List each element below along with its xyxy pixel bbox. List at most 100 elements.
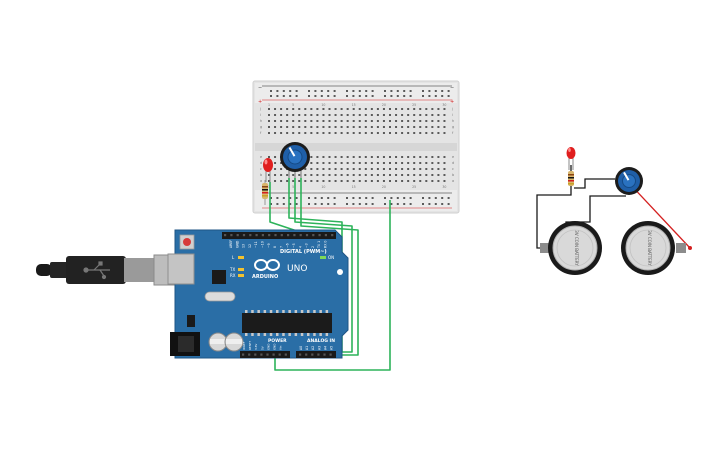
- terminal-hole[interactable]: [407, 114, 410, 116]
- terminal-hole[interactable]: [328, 132, 331, 134]
- terminal-hole[interactable]: [376, 126, 379, 128]
- terminal-hole[interactable]: [310, 180, 313, 182]
- terminal-hole[interactable]: [334, 132, 337, 134]
- terminal-hole[interactable]: [322, 120, 325, 122]
- rail-hole[interactable]: [422, 203, 424, 205]
- terminal-hole[interactable]: [382, 132, 385, 134]
- terminal-hole[interactable]: [280, 174, 283, 176]
- terminal-hole[interactable]: [443, 174, 446, 176]
- terminal-hole[interactable]: [395, 108, 398, 110]
- rail-hole[interactable]: [276, 203, 279, 205]
- terminal-hole[interactable]: [358, 126, 361, 128]
- terminal-hole[interactable]: [328, 120, 331, 122]
- terminal-hole[interactable]: [376, 156, 379, 158]
- terminal-hole[interactable]: [334, 162, 337, 164]
- terminal-hole[interactable]: [298, 114, 301, 116]
- terminal-hole[interactable]: [358, 156, 361, 158]
- terminal-hole[interactable]: [443, 156, 446, 158]
- rail-hole[interactable]: [320, 197, 323, 199]
- terminal-hole[interactable]: [395, 132, 398, 134]
- terminal-hole[interactable]: [389, 156, 391, 158]
- header-pin[interactable]: [260, 353, 263, 356]
- terminal-hole[interactable]: [268, 180, 270, 182]
- rail-hole[interactable]: [314, 95, 317, 97]
- terminal-hole[interactable]: [316, 114, 319, 116]
- terminal-hole[interactable]: [443, 180, 446, 182]
- rail-hole[interactable]: [441, 90, 444, 92]
- terminal-hole[interactable]: [431, 114, 434, 116]
- terminal-hole[interactable]: [401, 114, 404, 116]
- terminal-hole[interactable]: [419, 132, 422, 134]
- terminal-hole[interactable]: [304, 114, 307, 116]
- coin-battery-2[interactable]: 3V COIN BATTERY: [621, 221, 686, 275]
- terminal-hole[interactable]: [376, 162, 379, 164]
- rail-hole[interactable]: [447, 95, 450, 97]
- terminal-hole[interactable]: [443, 120, 446, 122]
- header-pin[interactable]: [230, 234, 233, 237]
- terminal-hole[interactable]: [437, 180, 440, 182]
- terminal-hole[interactable]: [437, 108, 440, 110]
- terminal-hole[interactable]: [328, 168, 331, 170]
- rail-hole[interactable]: [282, 90, 285, 92]
- terminal-hole[interactable]: [304, 180, 307, 182]
- terminal-hole[interactable]: [286, 126, 289, 128]
- terminal-hole[interactable]: [334, 174, 337, 176]
- terminal-hole[interactable]: [401, 156, 404, 158]
- terminal-hole[interactable]: [274, 174, 277, 176]
- terminal-hole[interactable]: [370, 174, 373, 176]
- terminal-hole[interactable]: [286, 108, 289, 110]
- terminal-hole[interactable]: [395, 168, 398, 170]
- rail-hole[interactable]: [314, 197, 317, 199]
- terminal-hole[interactable]: [395, 180, 398, 182]
- terminal-hole[interactable]: [280, 114, 283, 116]
- terminal-hole[interactable]: [316, 174, 319, 176]
- terminal-hole[interactable]: [286, 120, 289, 122]
- rail-hole[interactable]: [365, 95, 368, 97]
- terminal-hole[interactable]: [425, 162, 428, 164]
- terminal-hole[interactable]: [413, 168, 416, 170]
- header-pin[interactable]: [272, 353, 275, 356]
- header-pin[interactable]: [293, 234, 296, 237]
- terminal-hole[interactable]: [407, 126, 410, 128]
- terminal-hole[interactable]: [401, 108, 404, 110]
- header-pin[interactable]: [255, 234, 258, 237]
- terminal-hole[interactable]: [364, 180, 367, 182]
- rail-hole[interactable]: [320, 203, 323, 205]
- terminal-hole[interactable]: [364, 132, 367, 134]
- rail-hole[interactable]: [441, 95, 444, 97]
- terminal-hole[interactable]: [346, 156, 349, 158]
- terminal-hole[interactable]: [316, 108, 319, 110]
- terminal-hole[interactable]: [443, 132, 446, 134]
- terminal-hole[interactable]: [407, 156, 410, 158]
- rail-hole[interactable]: [270, 197, 272, 199]
- rail-hole[interactable]: [409, 197, 412, 199]
- header-pin[interactable]: [329, 353, 332, 356]
- terminal-hole[interactable]: [292, 174, 295, 176]
- usb-cable[interactable]: [36, 254, 175, 286]
- reset-button[interactable]: [183, 238, 191, 246]
- terminal-hole[interactable]: [431, 120, 434, 122]
- terminal-hole[interactable]: [443, 168, 446, 170]
- digital-header[interactable]: [222, 232, 336, 239]
- rail-hole[interactable]: [371, 197, 374, 199]
- terminal-hole[interactable]: [346, 120, 349, 122]
- terminal-hole[interactable]: [382, 114, 385, 116]
- potentiometer-breadboard[interactable]: [280, 142, 310, 180]
- terminal-hole[interactable]: [340, 162, 343, 164]
- rail-hole[interactable]: [371, 203, 374, 205]
- terminal-hole[interactable]: [280, 126, 283, 128]
- terminal-hole[interactable]: [334, 126, 337, 128]
- terminal-hole[interactable]: [419, 120, 422, 122]
- rail-hole[interactable]: [327, 95, 330, 97]
- rail-hole[interactable]: [352, 197, 355, 199]
- terminal-hole[interactable]: [413, 132, 416, 134]
- terminal-hole[interactable]: [274, 126, 277, 128]
- terminal-hole[interactable]: [310, 162, 313, 164]
- terminal-hole[interactable]: [401, 120, 404, 122]
- rail-hole[interactable]: [434, 95, 437, 97]
- rail-hole[interactable]: [308, 203, 310, 205]
- terminal-hole[interactable]: [280, 120, 283, 122]
- header-pin[interactable]: [284, 353, 287, 356]
- rail-hole[interactable]: [352, 203, 355, 205]
- terminal-hole[interactable]: [334, 168, 337, 170]
